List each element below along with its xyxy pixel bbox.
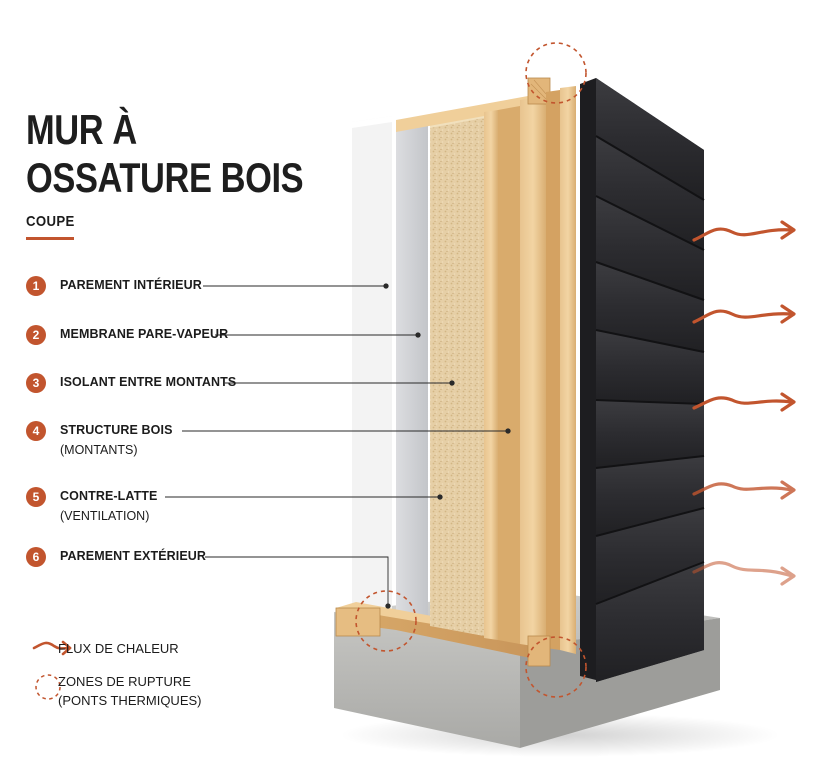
legend-label: STRUCTURE BOIS	[60, 423, 173, 437]
leader-lines	[165, 283, 511, 609]
legend-number-badge: 6	[26, 547, 46, 567]
thermal-bridge-key-line-1: ZONES DE RUPTURE	[58, 674, 191, 689]
legend-label: MEMBRANE PARE-VAPEUR	[60, 327, 229, 341]
legend-label: PAREMENT INTÉRIEUR	[60, 278, 202, 292]
title-line-1: MUR À	[26, 106, 137, 153]
legend-number-badge: 5	[26, 487, 46, 507]
legend-number-badge: 3	[26, 373, 46, 393]
thermal-bridge-key-icon	[35, 674, 61, 700]
heat-flow-key-label: FLUX DE CHALEUR	[58, 641, 179, 656]
subtitle-underline	[26, 237, 74, 240]
timber-studs	[396, 77, 576, 667]
insulation-batt	[430, 112, 484, 636]
thermal-bridge-key-line-2: (PONTS THERMIQUES)	[58, 693, 202, 708]
legend-label: CONTRE-LATTE	[60, 489, 158, 503]
legend-number-badge: 1	[26, 276, 46, 296]
legend-sublabel: (VENTILATION)	[60, 509, 150, 523]
thermal-bridge-zones	[355, 42, 587, 698]
thermal-bridge-key-label: ZONES DE RUPTURE (PONTS THERMIQUES)	[58, 672, 202, 710]
heat-flow-key-icon	[32, 641, 72, 650]
legend-label: PAREMENT EXTÉRIEUR	[60, 549, 207, 563]
legend-label: ISOLANT ENTRE MONTANTS	[60, 375, 237, 389]
title-line-2: OSSATURE BOIS	[26, 154, 304, 201]
vapor-membrane	[396, 122, 428, 620]
legend-sublabel: (MONTANTS)	[60, 443, 138, 457]
legend-number-badge: 2	[26, 325, 46, 345]
heat-flow-arrows	[692, 220, 796, 586]
diagram-subtitle: COUPE	[26, 213, 75, 230]
diagram-title: MUR À OSSATURE BOIS	[26, 106, 304, 202]
exterior-cladding	[580, 78, 705, 682]
key-symbols	[32, 640, 72, 700]
interior-lining-panel	[352, 116, 392, 620]
legend-number-badge: 4	[26, 421, 46, 441]
